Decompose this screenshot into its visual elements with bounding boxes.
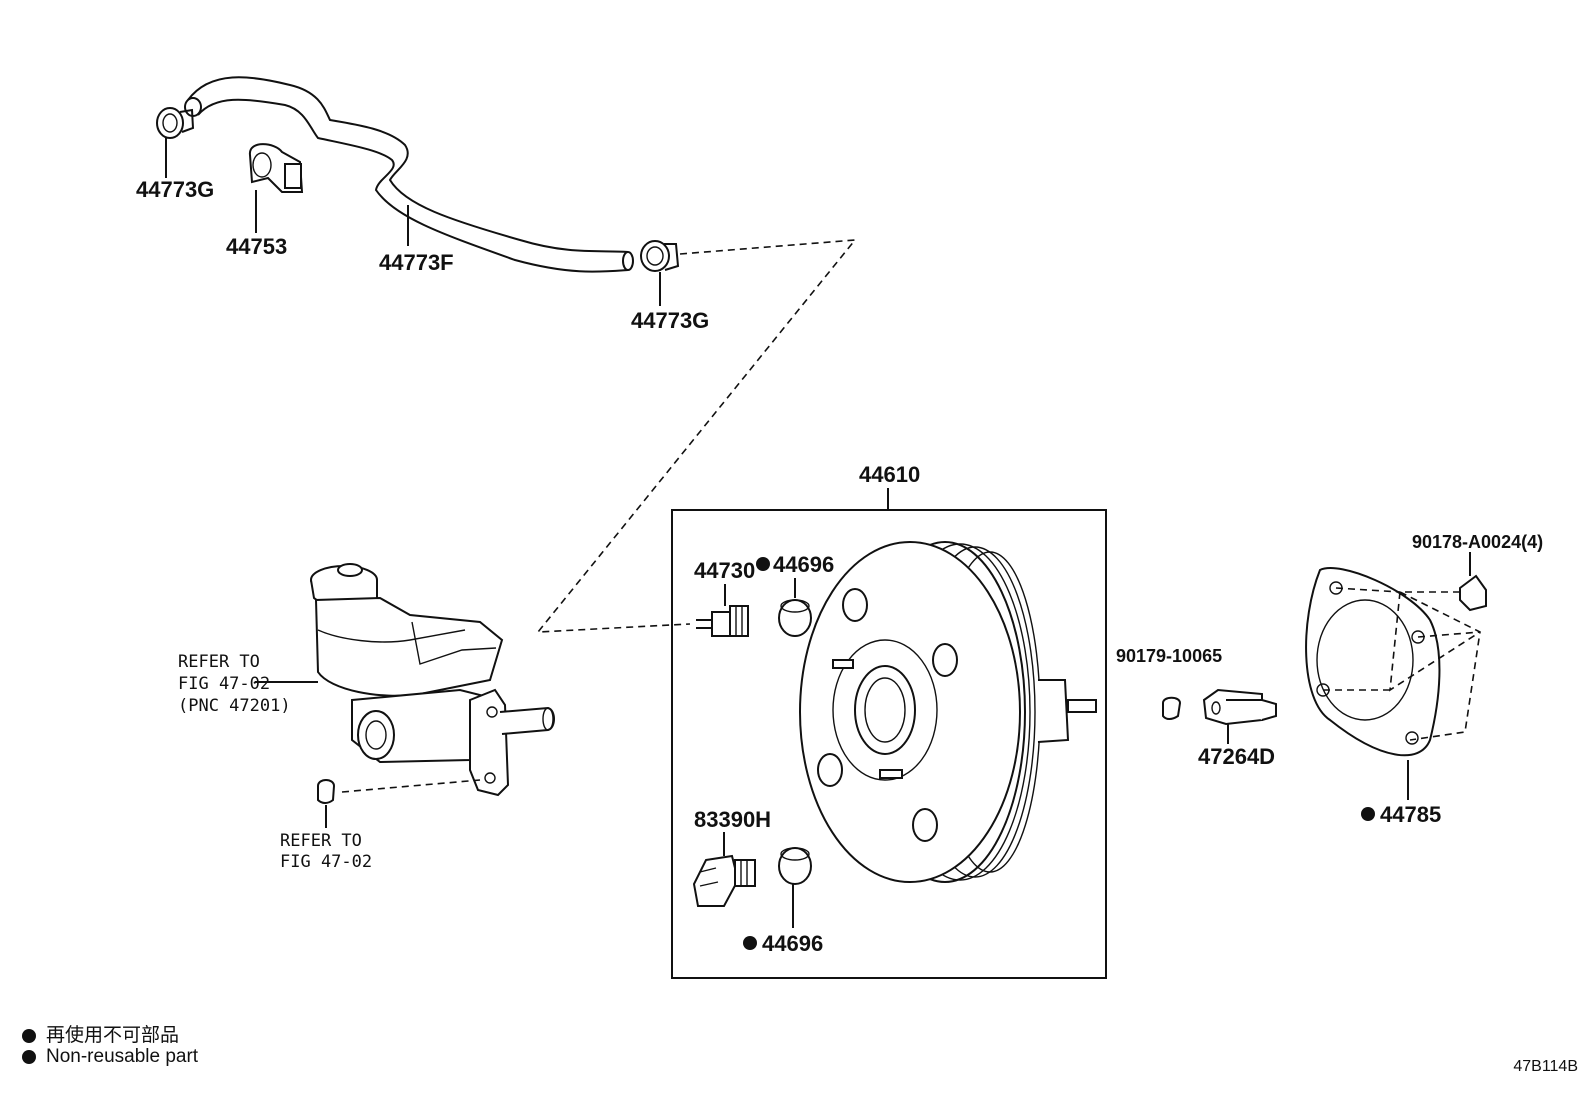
legend-text-jp: 再使用不可部品	[46, 1025, 180, 1046]
ref-master-cyl-3: (PNC 47201)	[178, 696, 291, 716]
ref-cap-2: FIG 47-02	[280, 852, 372, 872]
nut	[1162, 696, 1182, 720]
non-reusable-dot-upper	[756, 557, 770, 571]
bullet-icon	[22, 1049, 36, 1064]
label-sensor: 83390H	[694, 807, 771, 832]
bullet-icon	[22, 1028, 36, 1043]
label-booster-assy: 44610	[859, 462, 920, 487]
grommet-upper	[778, 599, 812, 637]
hose-clamp-upper	[156, 107, 195, 139]
label-hose: 44773F	[379, 250, 454, 275]
label-grommet-upper: 44696	[773, 552, 834, 577]
label-clamp-lower: 44773G	[631, 308, 709, 333]
check-valve	[696, 605, 749, 637]
legend-row-jp: 再使用不可部品	[22, 1020, 179, 1047]
label-check-valve: 44730	[694, 558, 755, 583]
label-clevis: 47264D	[1198, 744, 1275, 769]
label-gasket: 44785	[1380, 802, 1441, 827]
clevis	[1202, 688, 1277, 726]
ref-master-cyl-1: REFER TO	[178, 652, 260, 672]
label-clamp-upper: 44773G	[136, 177, 214, 202]
vacuum-sensor	[692, 854, 756, 907]
brake-booster	[799, 541, 1097, 883]
figure-code: 47B114B	[1513, 1058, 1578, 1075]
ref-master-cyl-2: FIG 47-02	[178, 674, 270, 694]
vacuum-hose	[184, 76, 634, 273]
master-cylinder	[310, 563, 555, 797]
gasket	[1305, 567, 1441, 757]
legend-text-en: Non-reusable part	[46, 1046, 199, 1067]
hose-clamp-lower	[640, 240, 680, 272]
legend-row-en: Non-reusable part	[22, 1046, 198, 1068]
label-grommet-lower: 44696	[762, 931, 823, 956]
label-clip: 44753	[226, 234, 287, 259]
nut-4x	[1459, 574, 1487, 612]
non-reusable-dot-lower	[743, 936, 757, 950]
ref-cap-1: REFER TO	[280, 831, 362, 851]
label-nut-4: 90178-A0024(4)	[1412, 532, 1543, 552]
non-reusable-dot-gasket	[1361, 807, 1375, 821]
hose-clip	[248, 143, 304, 193]
label-nut: 90179-10065	[1116, 646, 1222, 666]
reservoir-cap-small	[317, 779, 336, 804]
grommet-lower	[778, 847, 812, 885]
